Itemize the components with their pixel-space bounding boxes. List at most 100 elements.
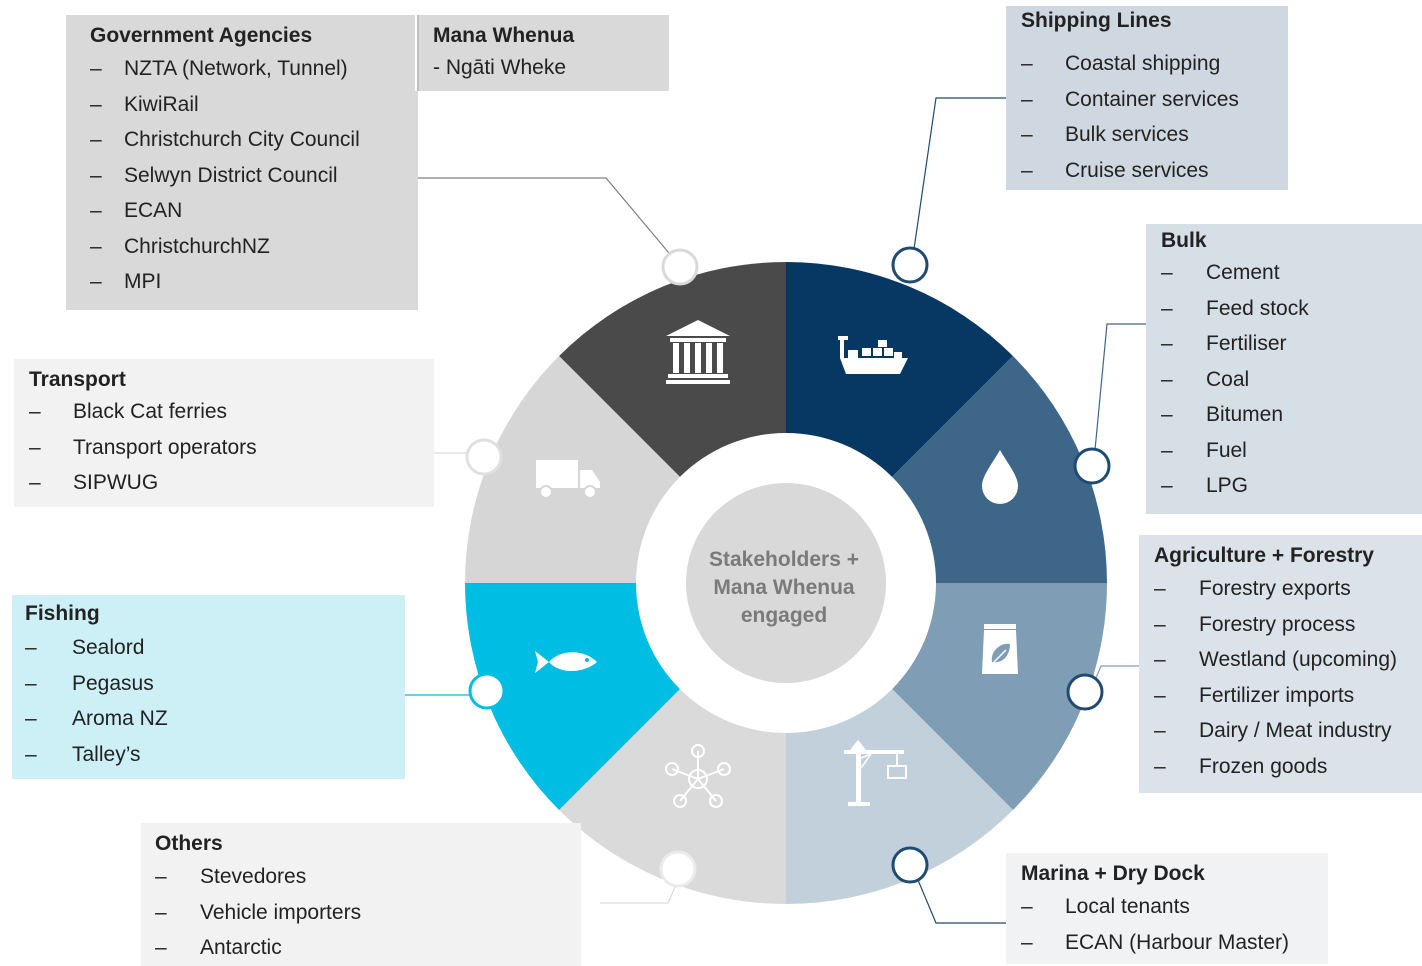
list-item-marker: – xyxy=(1161,261,1173,284)
stakeholder-box-transport: Transport –Black Cat ferries– Transport op… xyxy=(14,359,434,507)
list-item-marker: – xyxy=(90,128,102,151)
cargo-ship-icon xyxy=(838,336,908,374)
connector-line-others xyxy=(600,884,677,904)
list-item-marker: – xyxy=(90,57,102,80)
list-item-text: Christchurch City Council xyxy=(124,128,360,151)
list-item: –Cruise services xyxy=(1006,153,1288,189)
list-item-marker: – xyxy=(1154,719,1166,742)
list-item-marker: – xyxy=(1154,683,1166,707)
list-item-text: Forestry process xyxy=(1199,612,1356,636)
node-transport xyxy=(465,438,503,476)
list-item-text: ECAN xyxy=(124,199,183,222)
box-title-marina: Marina + Dry Dock xyxy=(1021,862,1205,885)
list-item-text: Bitumen xyxy=(1206,403,1284,426)
list-item-marker: – xyxy=(1021,895,1033,918)
government-building-icon xyxy=(666,320,730,384)
stakeholder-box-mana-whenua: Mana Whenua - Ngāti Wheke xyxy=(415,15,669,91)
list-item: –Fuel xyxy=(1146,433,1422,469)
list-item-text: Sealord xyxy=(72,636,145,659)
list-item-text: Dairy / Meat industry xyxy=(1199,719,1392,742)
list-item: – Westland (upcoming) xyxy=(1139,642,1422,678)
list-item: –Forestry exports xyxy=(1139,571,1422,607)
list-item: –Aroma NZ xyxy=(12,701,405,737)
list-item-text: Vehicle importers xyxy=(200,900,362,924)
list-item-marker: – xyxy=(90,234,102,258)
list-item-text: Feed stock xyxy=(1206,296,1309,320)
list-item-text: Coal xyxy=(1206,367,1250,391)
stakeholder-box-shipping: Shipping Lines–Coastal shipping–Containe… xyxy=(1006,6,1288,190)
list-item: –Bitumen xyxy=(1146,397,1422,433)
stakeholder-box-government: Government Agencies –NZTA (Network, Tunne… xyxy=(66,15,418,310)
stakeholder-box-fishing: Fishing –Sealord – Pegasus –Aroma NZ–Talley’… xyxy=(12,595,405,779)
stakeholder-box-bulk: Bulk–Cement–Feed stock–Fertiliser–Coal–B… xyxy=(1146,224,1422,514)
center-label-line: engaged xyxy=(740,604,828,627)
center-circle xyxy=(686,483,886,683)
list-item-text: ECAN (Harbour Master) xyxy=(1065,930,1290,954)
list-item: –Antarctic xyxy=(141,930,581,966)
list-item-marker: – xyxy=(90,270,102,293)
list-item: –Sealord xyxy=(12,630,405,666)
connector-line-shipping xyxy=(913,97,1006,250)
list-item-text: Westland (upcoming) xyxy=(1199,648,1398,671)
list-item: –ECAN (Harbour Master) xyxy=(1006,925,1328,961)
list-item-marker: – xyxy=(29,400,41,423)
list-item-text: - Ngāti Wheke xyxy=(433,56,567,79)
box-title-agriculture: Agriculture + Forestry xyxy=(1154,544,1374,567)
node-marina xyxy=(891,846,929,884)
list-item-marker: – xyxy=(1154,612,1166,636)
list-item-text: Selwyn District Council xyxy=(124,163,338,187)
connector-line-bulk xyxy=(1094,323,1146,451)
list-item-text: Fertiliser xyxy=(1206,332,1287,355)
list-item: –Talley’s xyxy=(12,737,405,773)
list-item: –NZTA (Network, Tunnel) xyxy=(66,51,418,87)
box-title-bulk: Bulk xyxy=(1161,229,1207,252)
list-item: – Vehicle importers xyxy=(141,895,581,931)
list-item: –Coal xyxy=(1146,362,1422,398)
list-item: – Bulk services xyxy=(1006,117,1288,153)
list-item-text: Container services xyxy=(1065,87,1239,111)
list-item-marker: – xyxy=(155,900,167,924)
list-item-text: Fertilizer imports xyxy=(1199,683,1355,707)
list-item-marker: – xyxy=(25,671,37,695)
list-item-marker: – xyxy=(1154,648,1166,671)
box-title-fishing: Fishing xyxy=(25,602,100,625)
list-item-marker: – xyxy=(90,199,102,222)
list-item-marker: – xyxy=(90,163,102,187)
list-item: –Fertiliser xyxy=(1146,326,1422,362)
list-item: –MPI xyxy=(66,264,418,300)
list-item: – Fertilizer imports xyxy=(1139,678,1422,714)
list-item-text: Frozen goods xyxy=(1199,754,1328,778)
list-item: –Coastal shipping xyxy=(1006,46,1288,82)
list-item: –ChristchurchNZ xyxy=(66,229,418,265)
node-bulk xyxy=(1073,447,1111,485)
list-item-marker: – xyxy=(1161,438,1173,462)
node-agriculture xyxy=(1066,673,1104,711)
connector-line-government xyxy=(418,177,670,254)
list-item-marker: – xyxy=(155,865,167,888)
list-item: –Cement xyxy=(1146,255,1422,291)
list-item-text: Pegasus xyxy=(72,671,154,695)
box-title-transport: Transport xyxy=(29,368,126,391)
connector-line-agriculture xyxy=(1095,665,1139,679)
list-item: –Black Cat ferries xyxy=(14,394,434,430)
list-item: –Selwyn District Council xyxy=(66,158,418,194)
box-title-government: Government Agencies xyxy=(90,24,313,47)
stakeholder-box-marina: Marina + Dry Dock–Local tenants–ECAN (Ha… xyxy=(1006,853,1328,964)
list-item-text: Talley’s xyxy=(72,742,141,766)
list-item-marker: – xyxy=(1161,296,1173,320)
list-item-text: LPG xyxy=(1206,474,1249,497)
list-item: – Pegasus xyxy=(12,666,405,702)
list-item-text: SIPWUG xyxy=(73,471,159,494)
list-item-text: KiwiRail xyxy=(124,92,199,116)
list-item-marker: – xyxy=(1021,158,1033,182)
list-item-marker: – xyxy=(1021,123,1033,146)
list-item-marker: – xyxy=(1154,754,1166,778)
box-title-mana-whenua: Mana Whenua xyxy=(433,24,575,47)
list-item-text: Transport operators xyxy=(73,435,257,459)
network-people-icon xyxy=(665,744,731,808)
list-item-text: Bulk services xyxy=(1065,123,1189,146)
stakeholder-box-agriculture: Agriculture + Forestry –Forestry exports –… xyxy=(1139,535,1422,793)
center-label-line: Mana Whenua xyxy=(713,576,855,599)
list-item: –KiwiRail xyxy=(66,87,418,123)
